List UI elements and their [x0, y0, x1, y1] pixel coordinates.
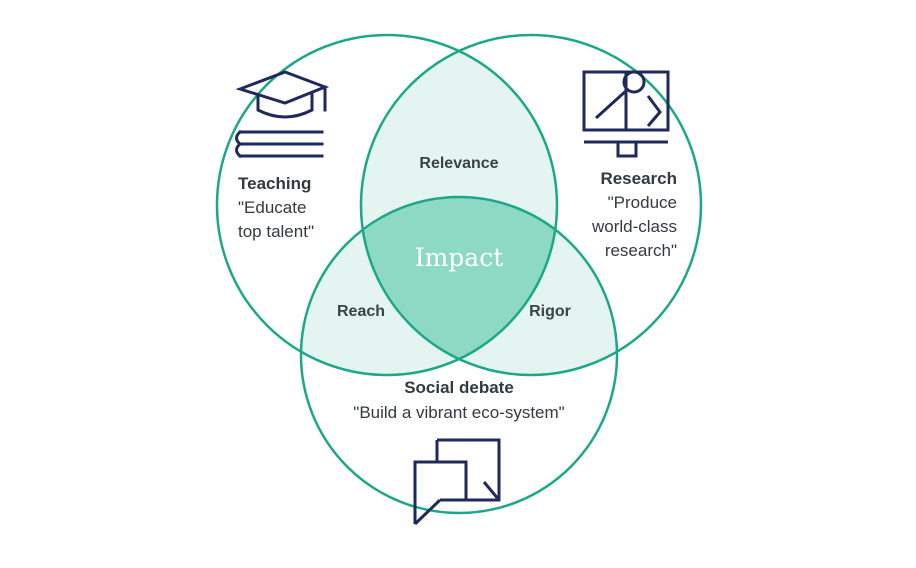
social-debate-quote: "Build a vibrant eco-system" — [353, 403, 564, 422]
reach-label: Reach — [337, 303, 385, 320]
speech-bubbles-icon — [413, 438, 501, 526]
research-quote-line1: "Produce — [608, 193, 677, 212]
research-title: Research — [600, 169, 677, 188]
teaching-circle — [215, 33, 559, 377]
social-debate-title: Social debate — [404, 378, 514, 397]
research-quote-line2: world-class — [591, 217, 677, 236]
research-quote-line3: research" — [605, 241, 677, 260]
social-debate-circle — [299, 195, 619, 515]
research-circle — [359, 33, 703, 377]
overlap-center — [361, 197, 557, 375]
teaching-quote-line2: top talent" — [238, 222, 314, 241]
graduation-cap-icon — [235, 70, 330, 159]
teaching-quote-line1: "Educate — [238, 198, 306, 217]
research-book-icon — [582, 70, 670, 158]
impact-label: Impact — [415, 243, 504, 272]
teaching-title: Teaching — [238, 174, 311, 193]
relevance-label: Relevance — [419, 155, 498, 172]
rigor-label: Rigor — [529, 303, 571, 320]
